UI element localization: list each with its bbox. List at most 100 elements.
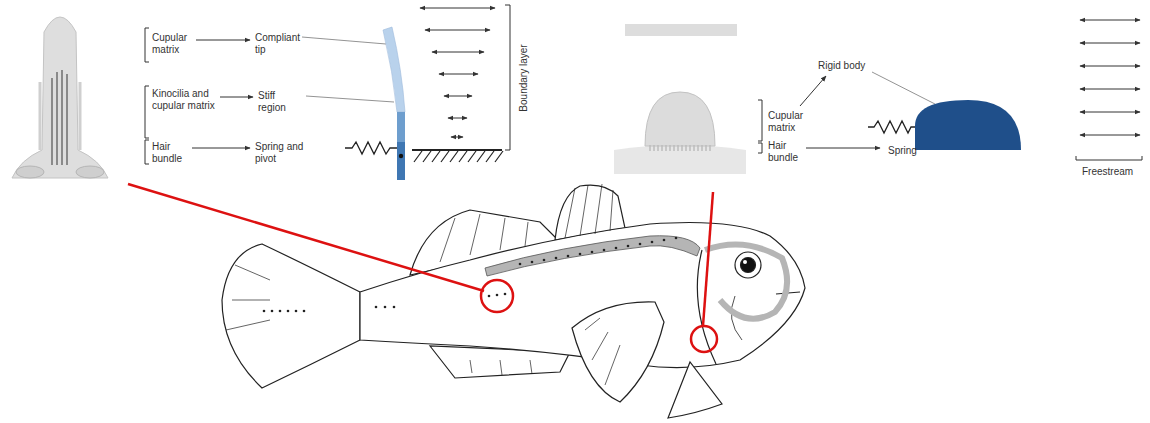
bracket: [758, 143, 762, 153]
flow-arrow: [448, 118, 467, 119]
canal-neuromast: [40, 82, 80, 150]
part-label: Boundary layer: [518, 44, 530, 111]
hair-bundles: [689, 145, 691, 151]
bracket: [145, 140, 149, 164]
hair-bundles: [650, 145, 710, 151]
ground-hatching: [414, 151, 503, 162]
neuromast-dots: [675, 237, 678, 240]
hair-bundles: [685, 145, 687, 151]
hair-bundles: [665, 145, 667, 151]
hair-bundles: [661, 145, 663, 151]
part-label: Compliant tip: [255, 32, 313, 56]
bracket: [758, 100, 762, 141]
ground-hatching: [486, 151, 494, 162]
hair-bundles: [657, 145, 659, 151]
lateral-line-canal: [485, 236, 700, 276]
pointer-arrow: [192, 148, 250, 149]
part-label: Freestream: [1082, 166, 1133, 178]
neuromast-dots: [384, 306, 387, 309]
beam-model: [412, 149, 502, 151]
hair-bundles: [677, 145, 679, 151]
leader-line: [306, 96, 394, 102]
bracket: [145, 28, 149, 62]
neuromast-dots: [627, 245, 630, 248]
neuromast-dots: [279, 310, 282, 313]
superficial-neuromast: [625, 24, 737, 36]
leader-line: [872, 72, 935, 104]
neuromast-dots: [488, 295, 491, 298]
hair-bundles: [705, 145, 707, 151]
part-label: Kinocilia and cupular matrix: [152, 88, 230, 112]
fish: [735, 252, 761, 278]
beam-model: [397, 112, 405, 142]
fish: [226, 184, 620, 385]
neuromast-dots: [555, 257, 558, 260]
flow-arrow: [420, 8, 495, 9]
neuromast-dots: [639, 243, 642, 246]
flow-arrow: [1080, 112, 1140, 113]
pointer-arrow: [220, 97, 253, 98]
part-label: Rigid body: [818, 60, 865, 72]
rigid-body-model: [915, 100, 1021, 150]
flow-arrow: [1080, 20, 1140, 21]
beam-model: [345, 27, 502, 180]
neuromast-dots: [263, 310, 266, 313]
part-label: Spring and pivot: [255, 141, 307, 165]
head-canal: [705, 245, 787, 319]
flow-arrow: [1080, 66, 1140, 67]
leader-line: [302, 37, 394, 102]
rigid-body-model: [868, 100, 1021, 150]
bracket: [758, 100, 762, 153]
part-label: Hair bundle: [152, 141, 197, 165]
hair-bundles: [681, 145, 683, 151]
beam-model: [397, 142, 405, 180]
leader-line: [302, 37, 386, 44]
hair-bundles: [649, 145, 651, 151]
ground-hatching: [414, 151, 422, 162]
neuromast-dots: [375, 306, 378, 309]
ground-hatching: [477, 151, 485, 162]
pointer-arrow: [800, 76, 880, 148]
neuromast-dots: [579, 253, 582, 256]
fish: [222, 244, 360, 388]
ground-hatching: [495, 151, 503, 162]
neuromast-dots: [263, 237, 678, 313]
neuromast-dots: [663, 239, 666, 242]
neuromast-dots: [651, 241, 654, 244]
bracket: [145, 86, 149, 138]
part-label: Cupular matrix: [768, 110, 820, 134]
neuromast-dots: [603, 249, 606, 252]
neuromast-dots: [393, 306, 396, 309]
pointer-arrow: [800, 76, 826, 106]
neuromast-dots: [567, 255, 570, 258]
flow-arrow: [420, 8, 495, 137]
fish: [743, 260, 747, 264]
bracket: [145, 28, 149, 164]
part-label: Spring: [888, 145, 917, 157]
canal-neuromast: [76, 166, 104, 178]
neuromast-dots: [496, 294, 499, 297]
canal-neuromast: [12, 17, 108, 178]
bracket: [505, 5, 510, 150]
canal-neuromast: [52, 70, 67, 165]
ground-hatching: [441, 151, 449, 162]
rigid-body-model: [868, 121, 916, 133]
beam-model: [399, 154, 403, 158]
flow-arrow: [1080, 89, 1140, 90]
callout-circle: [128, 184, 484, 291]
flow-arrow: [425, 30, 490, 31]
hair-bundles: [709, 145, 711, 151]
ground-hatching: [450, 151, 458, 162]
canal-neuromast: [16, 166, 44, 178]
hair-bundles: [653, 145, 655, 151]
superficial-neuromast: [614, 145, 746, 174]
superficial-neuromast: [645, 92, 715, 146]
fish: [222, 184, 805, 418]
superficial-neuromast: [614, 24, 746, 174]
neuromast-dots: [543, 259, 546, 262]
pointer-arrow: [806, 148, 880, 149]
neuromast-dots: [504, 293, 507, 296]
ground-hatching: [468, 151, 476, 162]
